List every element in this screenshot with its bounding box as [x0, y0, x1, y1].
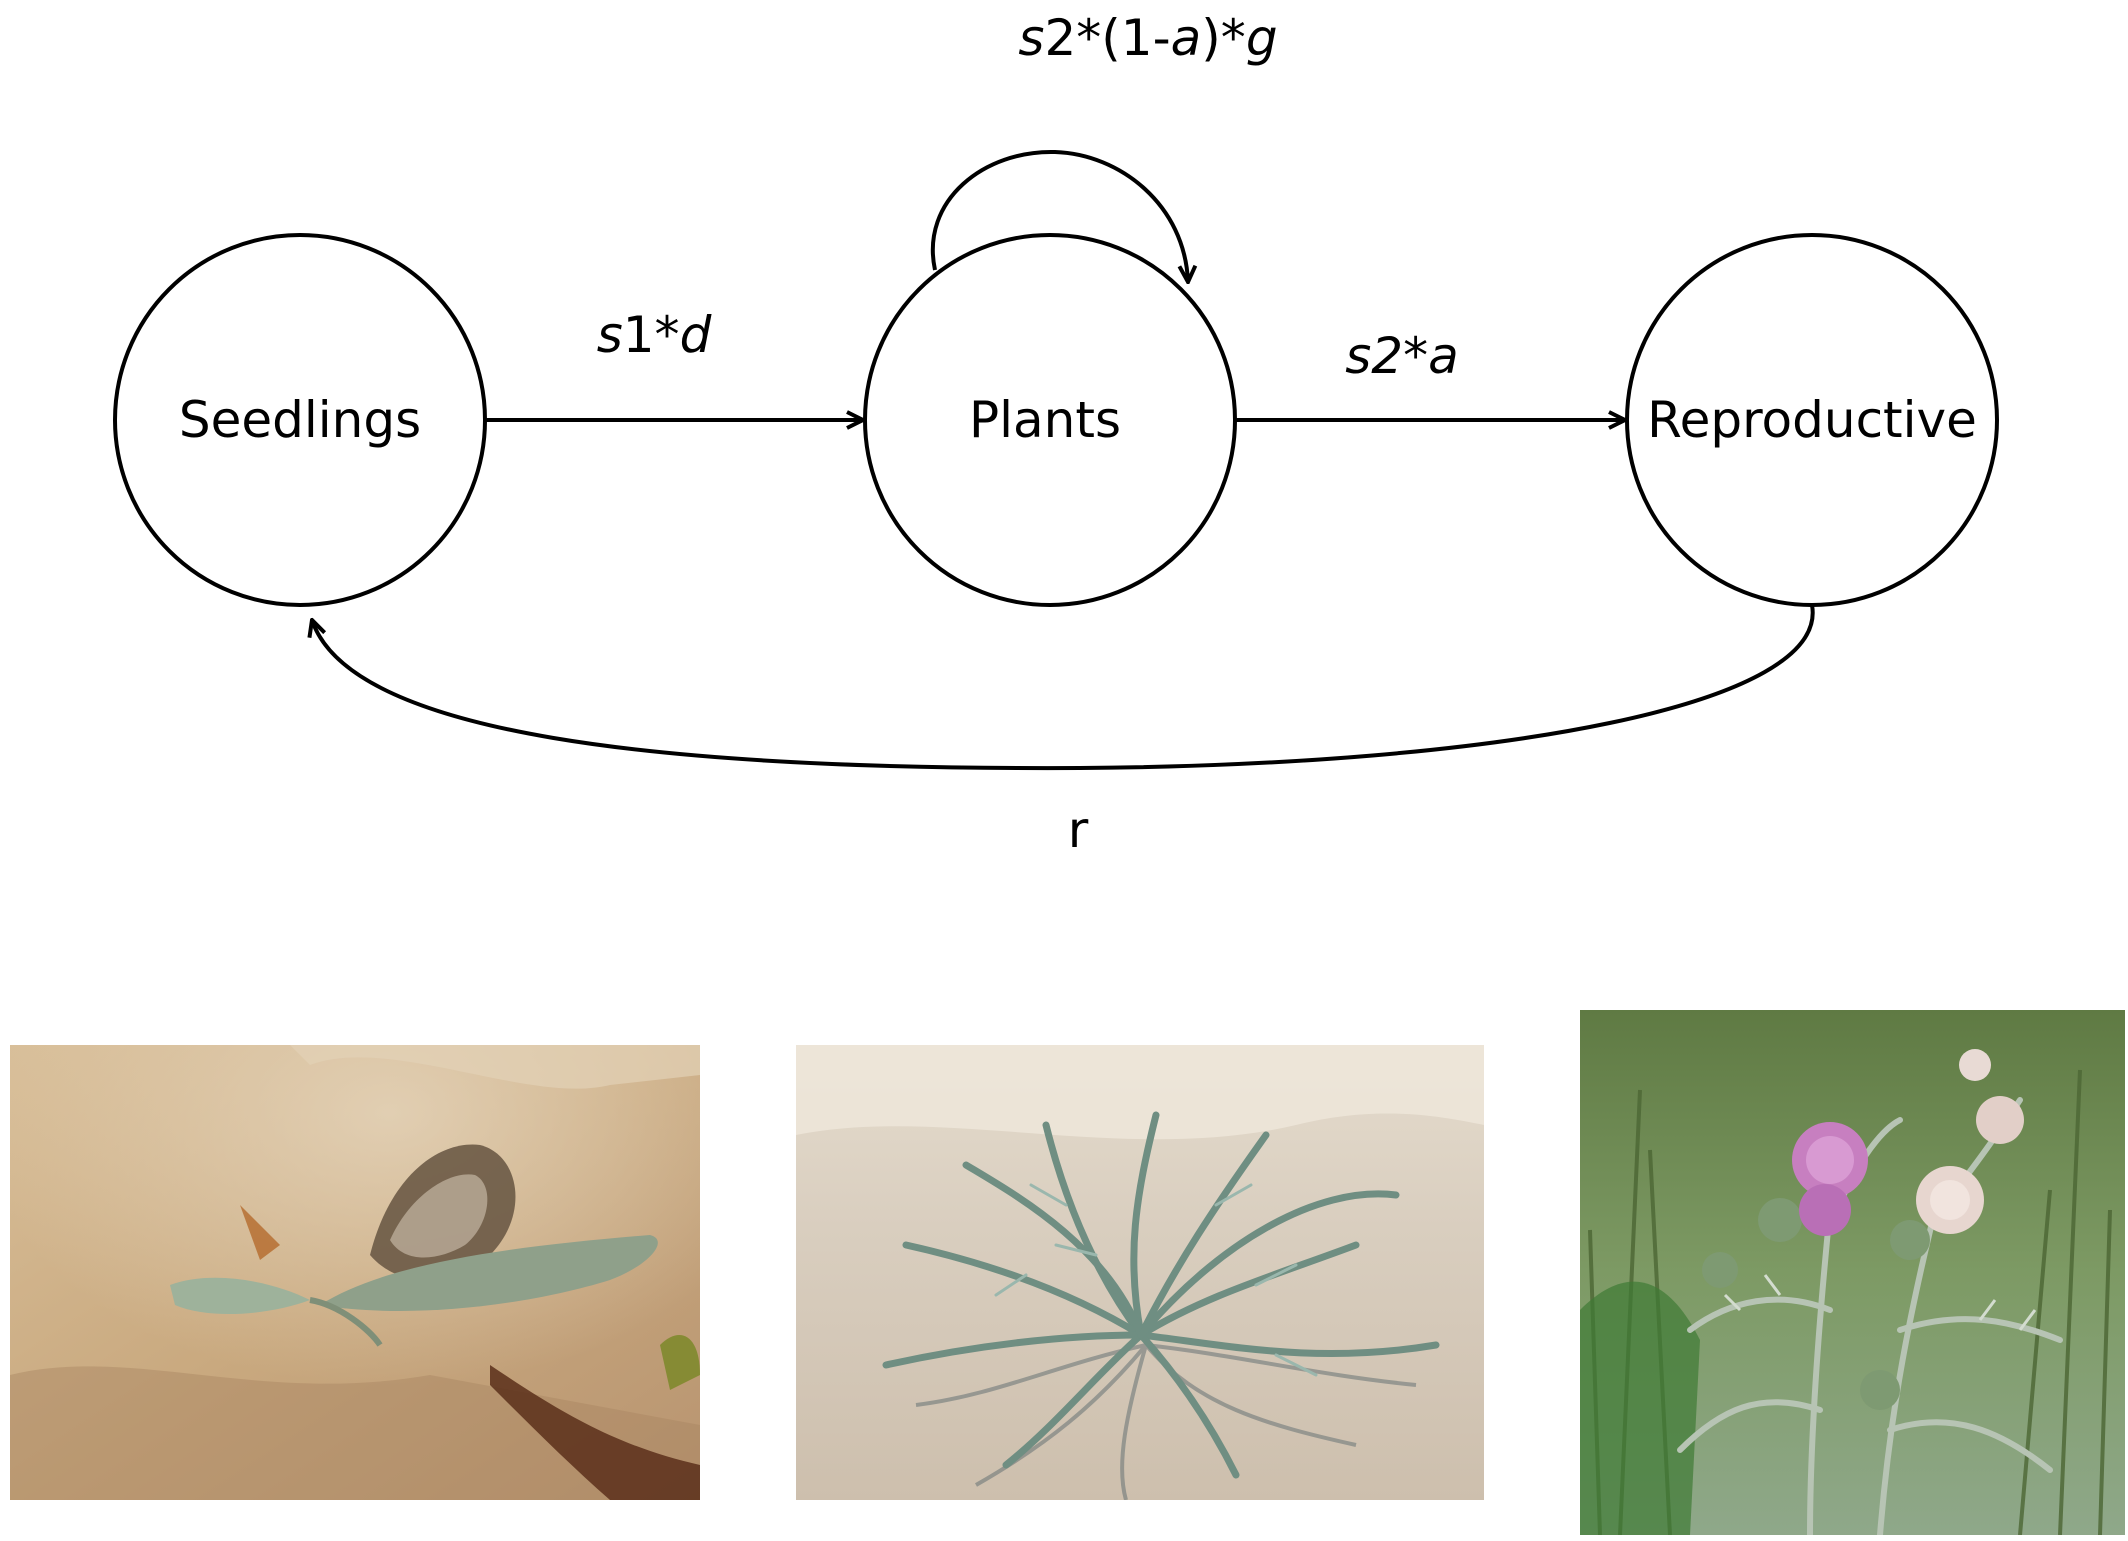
node-plants-label: Plants: [969, 391, 1121, 449]
node-reproductive: Reproductive: [1625, 233, 1999, 607]
label-reproductive-to-seedlings: r: [1068, 801, 1089, 859]
label-plants-to-reproductive: s2*a: [1345, 327, 1459, 385]
label-plants-self-loop: s2*(1-a)*g: [1018, 9, 1277, 67]
node-reproductive-label: Reproductive: [1647, 391, 1977, 449]
label-seedlings-to-plants: s1*d: [597, 306, 712, 364]
edge-reproductive-to-seedlings: [312, 604, 1815, 771]
photo-plant: [796, 1045, 1484, 1500]
node-seedlings: Seedlings: [113, 233, 487, 607]
photo-seedling: [10, 1045, 700, 1500]
node-seedlings-label: Seedlings: [179, 391, 421, 449]
edge-plants-self-loop: [931, 149, 1188, 282]
node-plants: Plants: [863, 233, 1237, 607]
photo-reproductive: [1580, 1010, 2125, 1535]
